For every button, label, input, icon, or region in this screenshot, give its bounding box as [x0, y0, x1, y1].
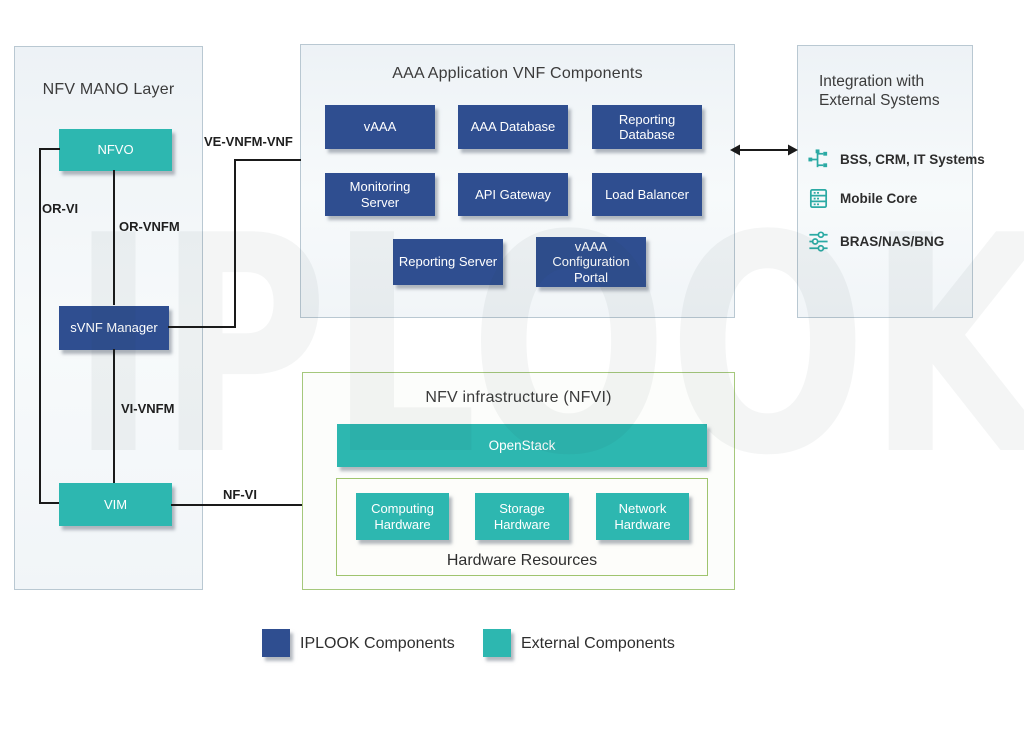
sliders-icon: [809, 230, 828, 252]
openstack-bar: OpenStack: [337, 424, 707, 467]
computing-hardware-box: Computing Hardware: [356, 493, 449, 540]
nf-vi-line: [171, 504, 302, 506]
legend-swatch-iplook: [262, 629, 290, 657]
or-vnfm-line: [113, 170, 115, 305]
aaa-vnf-panel: AAA Application VNF Components vAAA AAA …: [300, 44, 735, 318]
aaa-database-box: AAA Database: [458, 105, 568, 149]
integration-title: Integration with External Systems: [819, 73, 940, 110]
network-hardware-box: Network Hardware: [596, 493, 689, 540]
hardware-resources-group: Computing Hardware Storage Hardware Netw…: [336, 478, 708, 576]
svnf-right-line: [168, 326, 236, 328]
reporting-database-box: Reporting Database: [592, 105, 702, 149]
integration-item-mobile-core-label: Mobile Core: [840, 190, 918, 206]
flow-nodes-icon: [808, 148, 828, 167]
legend-swatch-external: [483, 629, 511, 657]
vaaa-box: vAAA: [325, 105, 435, 149]
nfv-mano-title: NFV MANO Layer: [42, 81, 175, 98]
aaa-vnf-title: AAA Application VNF Components: [392, 65, 643, 82]
integration-item-bras-label: BRAS/NAS/BNG: [840, 233, 945, 249]
vi-vnfm-line: [113, 349, 115, 483]
or-vi-label: OR-VI: [42, 201, 79, 216]
load-balancer-box: Load Balancer: [592, 173, 702, 216]
integration-item-bss-label: BSS, CRM, IT Systems: [840, 151, 985, 167]
or-vnfm-label: OR-VNFM: [119, 219, 180, 234]
double-arrow-icon: [730, 144, 798, 156]
nfvo-box: NFVO: [59, 129, 172, 171]
server-rack-icon: [809, 188, 828, 208]
legend-label-iplook: IPLOOK Components: [300, 635, 455, 652]
aaa-integration-arrow: [729, 139, 799, 166]
svnf-manager-box: sVNF Manager: [59, 306, 169, 350]
nfvo-left-line: [39, 148, 60, 150]
nfvi-panel: NFV infrastructure (NFVI) OpenStack Comp…: [302, 372, 735, 590]
vim-box: VIM: [59, 483, 172, 526]
reporting-server-box: Reporting Server: [393, 239, 503, 285]
vaaa-configuration-portal-box: vAAA Configuration Portal: [536, 237, 646, 287]
integration-item-mobile-core: Mobile Core: [807, 185, 917, 211]
vim-left-line: [39, 502, 59, 504]
integration-item-bss: BSS, CRM, IT Systems: [807, 146, 985, 172]
api-gateway-box: API Gateway: [458, 173, 568, 216]
storage-hardware-box: Storage Hardware: [475, 493, 569, 540]
ve-vnfm-top-line: [234, 159, 301, 161]
nfvi-title: NFV infrastructure (NFVI): [425, 389, 612, 406]
ve-vnfm-vnf-label: VE-VNFM-VNF: [204, 134, 293, 149]
hardware-resources-label: Hardware Resources: [446, 552, 598, 569]
nfv-mano-panel: NFV MANO Layer NFVO sVNF Manager VIM: [14, 46, 203, 590]
legend-label-external: External Components: [521, 635, 675, 652]
ve-vnfm-vertical-line: [234, 159, 236, 328]
vi-vnfm-label: VI-VNFM: [121, 401, 175, 416]
integration-item-bras: BRAS/NAS/BNG: [807, 228, 944, 254]
monitoring-server-box: Monitoring Server: [325, 173, 435, 216]
nf-vi-label: NF-VI: [223, 487, 257, 502]
or-vi-line: [39, 148, 41, 504]
integration-panel: Integration with External Systems BSS, C…: [797, 45, 985, 318]
